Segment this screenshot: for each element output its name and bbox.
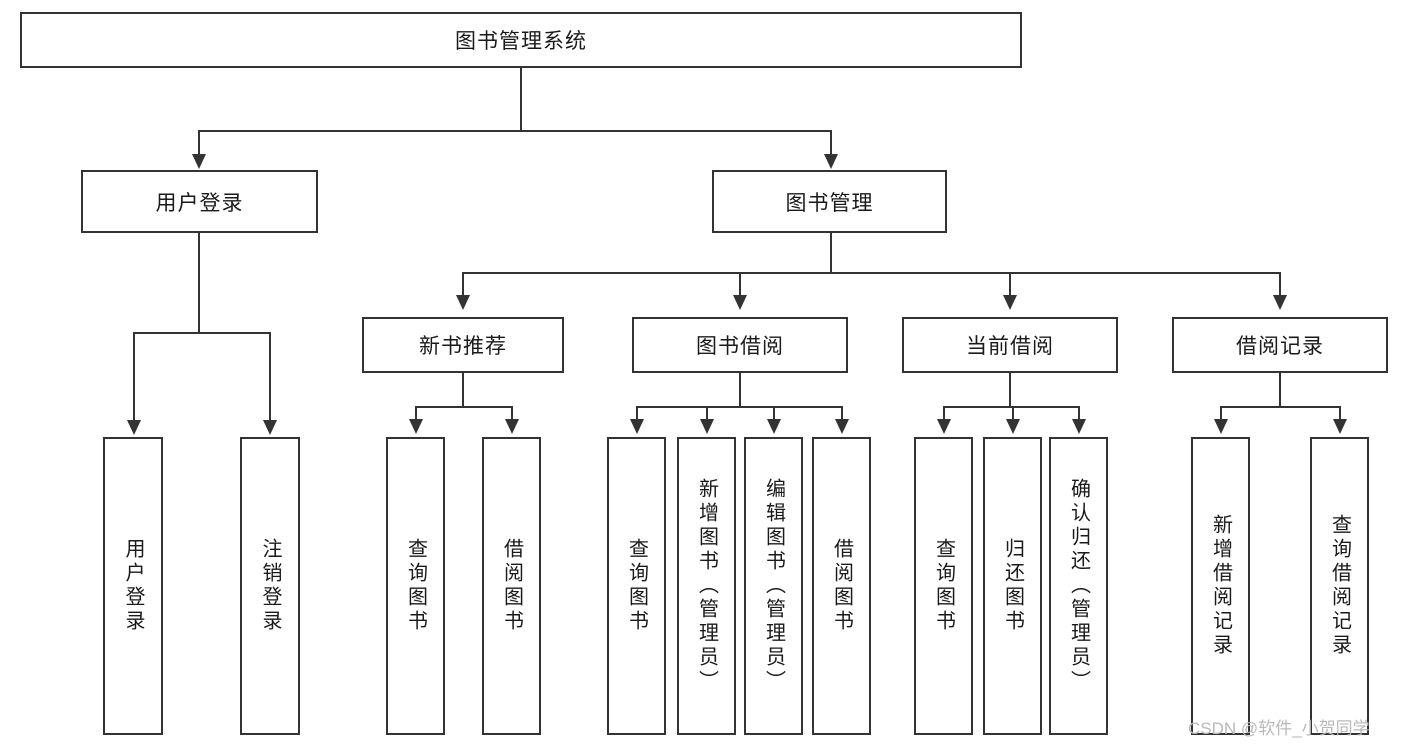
- connector-bb-leaf-2: [706, 406, 708, 421]
- leaf-add-borrow-record[interactable]: 新增借阅记录: [1191, 437, 1250, 735]
- leaf-edit-book-admin[interactable]: 编辑图书（管理员）: [744, 437, 803, 735]
- node-label: 图书管理系统: [455, 30, 587, 53]
- arrowhead-current-borrow: [1003, 295, 1017, 310]
- leaf-confirm-return-admin[interactable]: 确认归还（管理员）: [1049, 437, 1108, 735]
- node-book-borrow[interactable]: 图书借阅: [632, 317, 848, 373]
- node-user-login[interactable]: 用户登录: [81, 170, 318, 233]
- arrowhead-nb-leaf-1: [409, 419, 423, 434]
- leaf-label: 确认归还（管理员）: [1067, 478, 1090, 694]
- connector-user-login-leaf-2: [269, 332, 271, 422]
- connector-book-manage-stem: [830, 233, 832, 273]
- leaf-label: 借阅图书: [830, 538, 853, 634]
- arrowhead-borrow-record: [1273, 295, 1287, 310]
- connector-br-leaf-2: [1339, 406, 1341, 421]
- leaf-query-book-recommend[interactable]: 查询图书: [386, 437, 445, 735]
- leaf-label: 借阅图书: [500, 538, 523, 634]
- arrowhead-bb-leaf-4: [835, 419, 849, 434]
- leaf-borrow-book[interactable]: 借阅图书: [812, 437, 871, 735]
- csdn-watermark: CSDN @软件_小贺同学: [1188, 719, 1370, 738]
- leaf-user-login[interactable]: 用户登录: [103, 437, 163, 735]
- connector-level1-bar: [198, 130, 832, 132]
- connector-bb-leaf-4: [841, 406, 843, 421]
- arrowhead-leaf-user-login: [127, 420, 141, 435]
- connector-user-login-stem: [198, 233, 200, 333]
- connector-bb-leaf-3: [773, 406, 775, 421]
- connector-book-borrow-bar: [636, 406, 842, 408]
- leaf-label: 编辑图书（管理员）: [762, 478, 785, 694]
- leaf-query-book-borrow[interactable]: 查询图书: [607, 437, 666, 735]
- arrowhead-new-book: [456, 295, 470, 310]
- arrowhead-leaf-logout: [263, 420, 277, 435]
- leaf-label: 新增借阅记录: [1209, 514, 1232, 658]
- node-book-manage[interactable]: 图书管理: [712, 170, 947, 233]
- arrowhead-cb-leaf-2: [1006, 419, 1020, 434]
- connector-user-login-bar: [133, 332, 270, 334]
- leaf-return-book[interactable]: 归还图书: [983, 437, 1042, 735]
- leaf-add-book-admin[interactable]: 新增图书（管理员）: [677, 437, 736, 735]
- leaf-logout[interactable]: 注销登录: [240, 437, 300, 735]
- node-new-book-recommend[interactable]: 新书推荐: [362, 317, 564, 373]
- connector-new-book-leaf-1: [415, 406, 417, 421]
- connector-to-current-borrow: [1009, 272, 1011, 297]
- arrowhead-nb-leaf-2: [505, 419, 519, 434]
- node-borrow-record[interactable]: 借阅记录: [1172, 317, 1388, 373]
- connector-to-book-borrow: [739, 272, 741, 297]
- arrowhead-bb-leaf-3: [767, 419, 781, 434]
- connector-new-book-bar: [415, 406, 511, 408]
- node-label: 当前借阅: [966, 335, 1054, 358]
- leaf-label: 新增图书（管理员）: [695, 478, 718, 694]
- connector-cb-leaf-3: [1078, 406, 1080, 421]
- leaf-label: 查询图书: [404, 538, 427, 634]
- connector-to-book-manage: [830, 130, 832, 156]
- connector-to-user-login: [198, 130, 200, 156]
- arrowhead-bb-leaf-1: [630, 419, 644, 434]
- arrowhead-cb-leaf-1: [937, 419, 951, 434]
- connector-user-login-leaf-1: [133, 332, 135, 422]
- connector-new-book-stem: [462, 373, 464, 407]
- leaf-label: 查询借阅记录: [1328, 514, 1351, 658]
- arrowhead-br-leaf-2: [1333, 419, 1347, 434]
- arrowhead-user-login: [192, 154, 206, 169]
- node-label: 图书借阅: [696, 335, 784, 358]
- node-label: 图书管理: [785, 191, 874, 215]
- connector-bb-leaf-1: [636, 406, 638, 421]
- node-root-system[interactable]: 图书管理系统: [20, 12, 1022, 68]
- connector-root-stem: [520, 68, 522, 131]
- node-current-borrow[interactable]: 当前借阅: [902, 317, 1118, 373]
- leaf-borrow-book-recommend[interactable]: 借阅图书: [482, 437, 541, 735]
- arrowhead-cb-leaf-3: [1072, 419, 1086, 434]
- connector-cb-leaf-2: [1012, 406, 1014, 421]
- connector-new-book-leaf-2: [511, 406, 513, 421]
- leaf-label: 用户登录: [122, 538, 144, 634]
- leaf-label: 查询图书: [932, 538, 955, 634]
- node-label: 借阅记录: [1236, 335, 1324, 358]
- connector-br-leaf-1: [1220, 406, 1222, 421]
- connector-book-borrow-stem: [739, 373, 741, 407]
- leaf-label: 注销登录: [259, 538, 281, 634]
- connector-current-borrow-bar: [943, 406, 1078, 408]
- arrowhead-br-leaf-1: [1214, 419, 1228, 434]
- connector-borrow-record-stem: [1279, 373, 1281, 407]
- connector-to-new-book: [462, 272, 464, 297]
- connector-to-borrow-record: [1279, 272, 1281, 297]
- connector-borrow-record-bar: [1220, 406, 1339, 408]
- leaf-label: 查询图书: [625, 538, 648, 634]
- leaf-query-borrow-record[interactable]: 查询借阅记录: [1310, 437, 1369, 735]
- connector-cb-leaf-1: [943, 406, 945, 421]
- leaf-label: 归还图书: [1001, 538, 1024, 634]
- arrowhead-bb-leaf-2: [700, 419, 714, 434]
- connector-current-borrow-stem: [1009, 373, 1011, 407]
- node-label: 新书推荐: [419, 335, 507, 358]
- arrowhead-book-borrow: [733, 295, 747, 310]
- leaf-query-book-current[interactable]: 查询图书: [914, 437, 973, 735]
- arrowhead-book-manage: [824, 154, 838, 169]
- node-label: 用户登录: [155, 191, 244, 215]
- connector-level2-bar: [462, 272, 1280, 274]
